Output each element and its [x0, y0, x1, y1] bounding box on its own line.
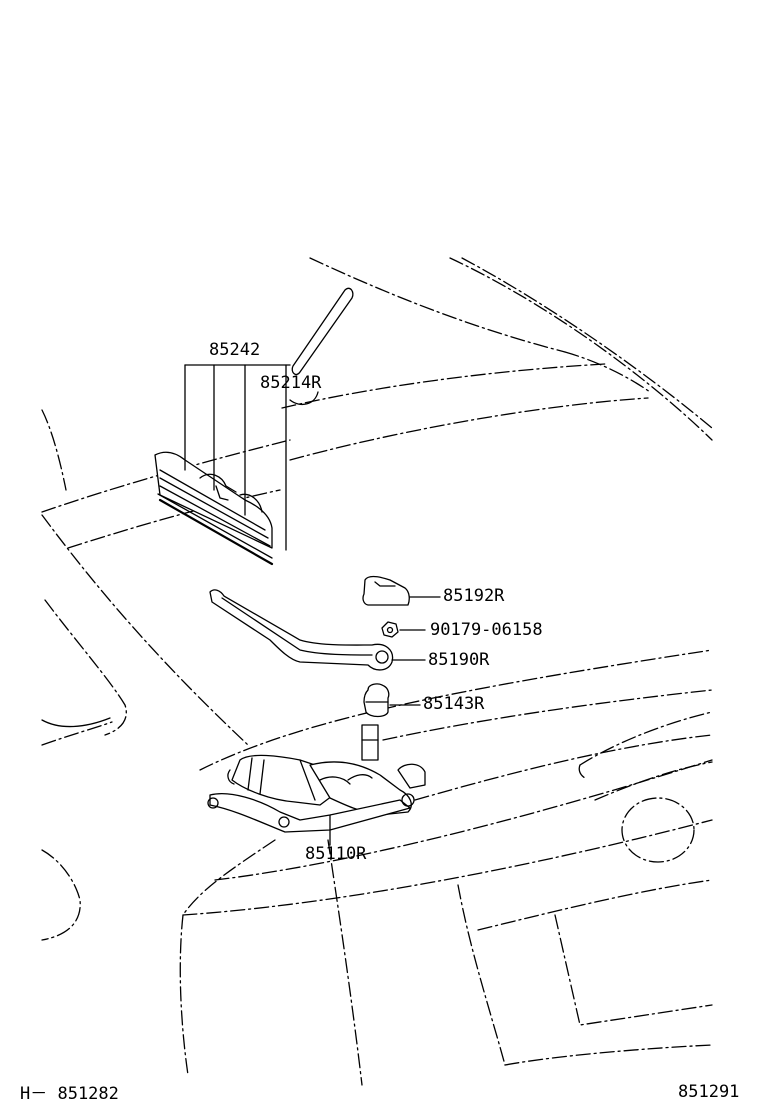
footer-right-code: 851291 [678, 1082, 740, 1102]
label-blade-rubber: 85214R [260, 373, 322, 393]
label-arm: 85190R [428, 650, 490, 670]
leader-lines-blade [184, 364, 319, 551]
wiper-motor [207, 724, 426, 846]
pivot-bushing [363, 683, 421, 718]
vehicle-body-detail [41, 287, 354, 728]
arm-cap [362, 575, 441, 606]
nut [381, 621, 426, 638]
vehicle-body-outline [41, 257, 713, 1086]
label-arm-cap: 85192R [443, 586, 505, 606]
label-blade: 85242 [209, 340, 261, 360]
label-nut: 90179-06158 [430, 620, 543, 640]
wiper-blade [154, 451, 274, 566]
label-motor: 85110R [305, 844, 367, 864]
footer-left-code: H－ 851282 [20, 1084, 119, 1104]
label-pivot: 85143R [423, 694, 485, 714]
wiper-arm [209, 589, 426, 671]
